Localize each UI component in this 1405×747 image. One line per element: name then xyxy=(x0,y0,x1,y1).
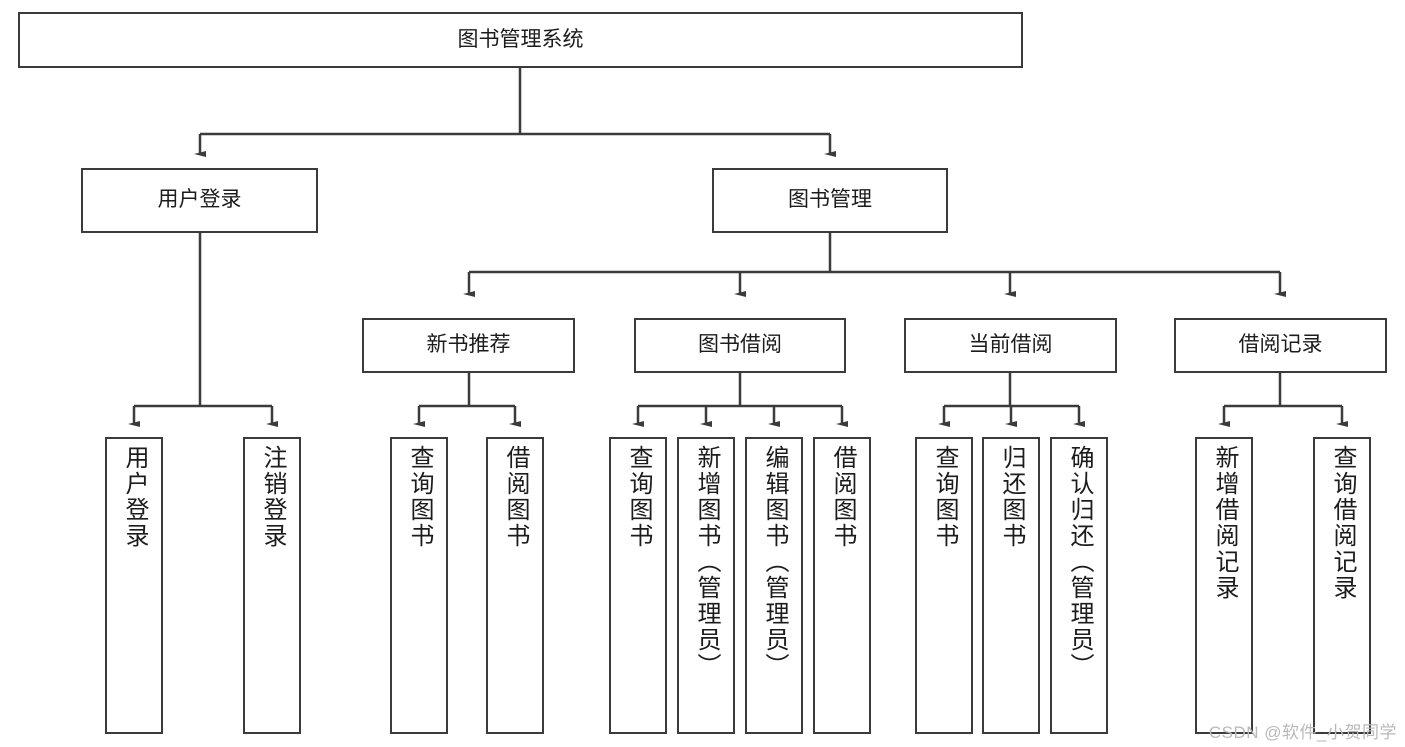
leaf-return-book[interactable]: 归还图书 xyxy=(982,437,1040,734)
node-label: 注销登录 xyxy=(259,445,286,549)
node-label: 当前借阅 xyxy=(968,333,1053,357)
node-label: 新书推荐 xyxy=(426,333,511,357)
node-label: 新增图书（管理员） xyxy=(693,445,720,679)
node-book-borrow[interactable]: 图书借阅 xyxy=(634,318,846,373)
node-label: 图书借阅 xyxy=(698,333,782,357)
leaf-borrow-book[interactable]: 借阅图书 xyxy=(813,437,871,734)
leaf-edit-book-admin[interactable]: 编辑图书（管理员） xyxy=(745,437,803,734)
node-label: 图书管理 xyxy=(788,188,872,212)
node-label: 归还图书 xyxy=(998,445,1025,549)
node-label: 用户登录 xyxy=(121,445,148,549)
node-root-system[interactable]: 图书管理系统 xyxy=(18,12,1023,68)
node-label: 查询借阅记录 xyxy=(1329,445,1356,601)
node-label: 用户登录 xyxy=(157,188,242,212)
node-label: 借阅图书 xyxy=(829,445,856,549)
node-label: 借阅记录 xyxy=(1238,333,1323,357)
node-label: 确认归还（管理员） xyxy=(1066,445,1093,679)
node-label: 新增借阅记录 xyxy=(1211,445,1238,601)
leaf-add-borrow-record[interactable]: 新增借阅记录 xyxy=(1195,437,1253,734)
node-current-borrow[interactable]: 当前借阅 xyxy=(904,318,1117,373)
node-user-login[interactable]: 用户登录 xyxy=(81,168,318,233)
node-label: 查询图书 xyxy=(931,445,958,549)
leaf-add-book-admin[interactable]: 新增图书（管理员） xyxy=(677,437,735,734)
leaf-query-borrow-record[interactable]: 查询借阅记录 xyxy=(1313,437,1371,734)
node-label: 借阅图书 xyxy=(502,445,529,549)
leaf-query-book-borrow[interactable]: 查询图书 xyxy=(609,437,667,734)
leaf-query-book-current[interactable]: 查询图书 xyxy=(915,437,973,734)
node-book-management[interactable]: 图书管理 xyxy=(712,168,948,233)
node-label: 查询图书 xyxy=(625,445,652,549)
node-label: 图书管理系统 xyxy=(457,27,584,51)
leaf-logout[interactable]: 注销登录 xyxy=(243,437,301,734)
node-new-book-recommend[interactable]: 新书推荐 xyxy=(362,318,575,373)
leaf-confirm-return-admin[interactable]: 确认归还（管理员） xyxy=(1050,437,1108,734)
csdn-watermark: CSDN @软件_小贺同学 xyxy=(1208,723,1397,742)
leaf-query-book-newbook[interactable]: 查询图书 xyxy=(390,437,448,734)
node-label: 编辑图书（管理员） xyxy=(761,445,788,679)
leaf-borrow-book-newbook[interactable]: 借阅图书 xyxy=(486,437,544,734)
node-label: 查询图书 xyxy=(406,445,433,549)
leaf-user-login[interactable]: 用户登录 xyxy=(105,437,163,734)
node-borrow-record[interactable]: 借阅记录 xyxy=(1174,318,1387,373)
